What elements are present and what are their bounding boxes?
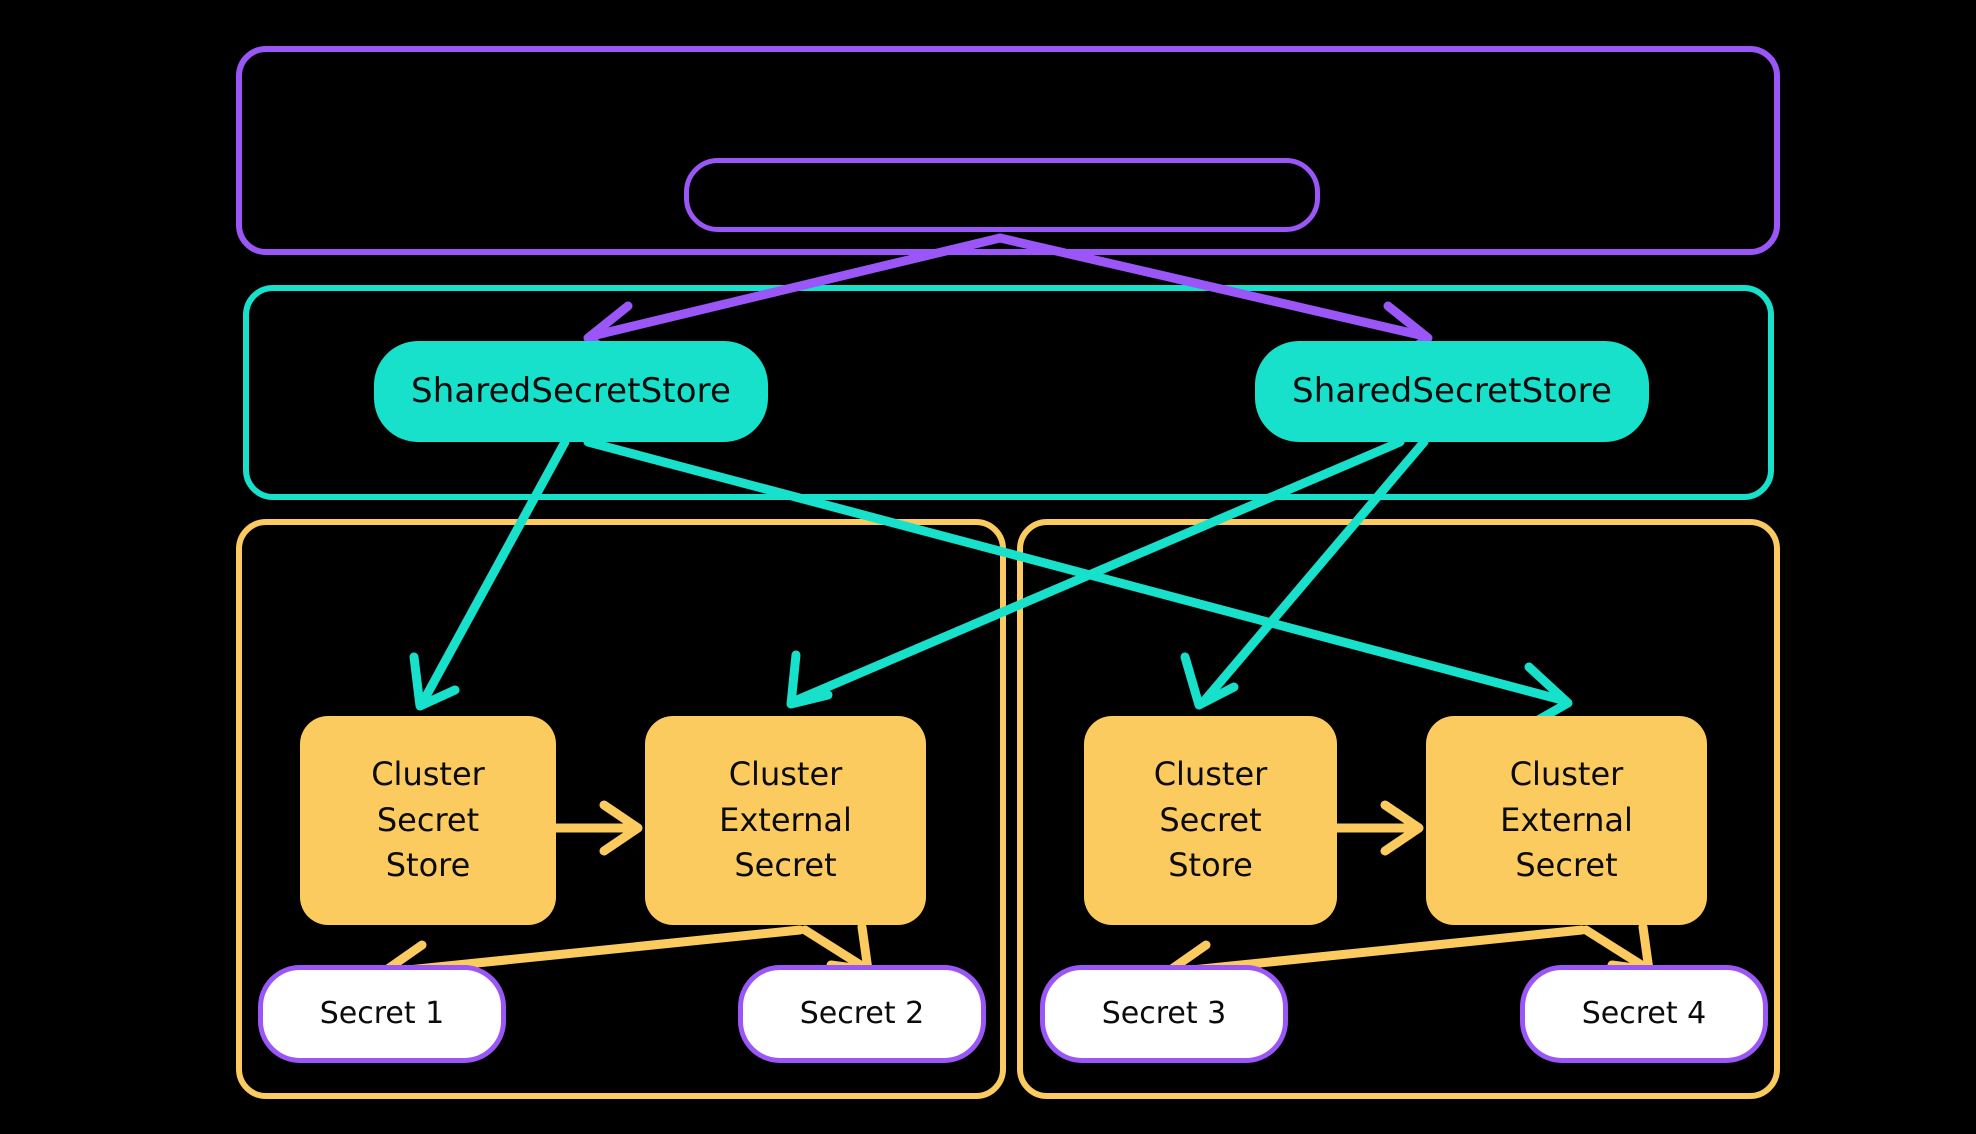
- node-label: SharedSecretStore: [411, 371, 731, 412]
- root-pill-node[interactable]: [684, 158, 1320, 232]
- node-label: Cluster Secret Store: [371, 755, 485, 885]
- node-label: Secret 2: [799, 995, 925, 1031]
- node-cluster-external-secret-right[interactable]: Cluster External Secret: [1426, 716, 1707, 925]
- node-secret-1[interactable]: Secret 1: [258, 965, 506, 1063]
- node-label: SharedSecretStore: [1292, 371, 1612, 412]
- node-label: Cluster External Secret: [719, 755, 852, 885]
- node-label: Secret 1: [319, 995, 445, 1031]
- node-label: Cluster External Secret: [1500, 755, 1633, 885]
- node-label: Cluster Secret Store: [1153, 755, 1268, 885]
- node-secret-3[interactable]: Secret 3: [1040, 965, 1288, 1063]
- node-cluster-external-secret-left[interactable]: Cluster External Secret: [645, 716, 926, 925]
- node-cluster-secret-store-right[interactable]: Cluster Secret Store: [1084, 716, 1337, 925]
- node-secret-4[interactable]: Secret 4: [1520, 965, 1768, 1063]
- node-label: Secret 3: [1101, 995, 1227, 1031]
- node-secret-2[interactable]: Secret 2: [738, 965, 986, 1063]
- node-shared-secret-store-left[interactable]: SharedSecretStore: [374, 341, 768, 442]
- node-cluster-secret-store-left[interactable]: Cluster Secret Store: [300, 716, 556, 925]
- node-label: Secret 4: [1581, 995, 1707, 1031]
- node-shared-secret-store-right[interactable]: SharedSecretStore: [1255, 341, 1649, 442]
